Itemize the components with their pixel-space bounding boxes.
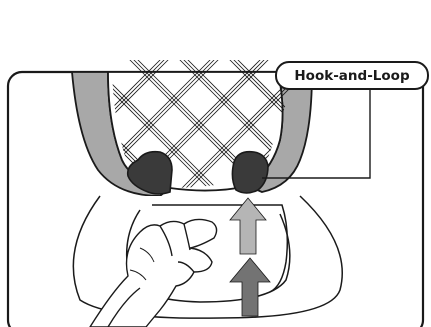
callout: Hook-and-Loop <box>276 62 428 89</box>
callout-label: Hook-and-Loop <box>294 68 410 84</box>
